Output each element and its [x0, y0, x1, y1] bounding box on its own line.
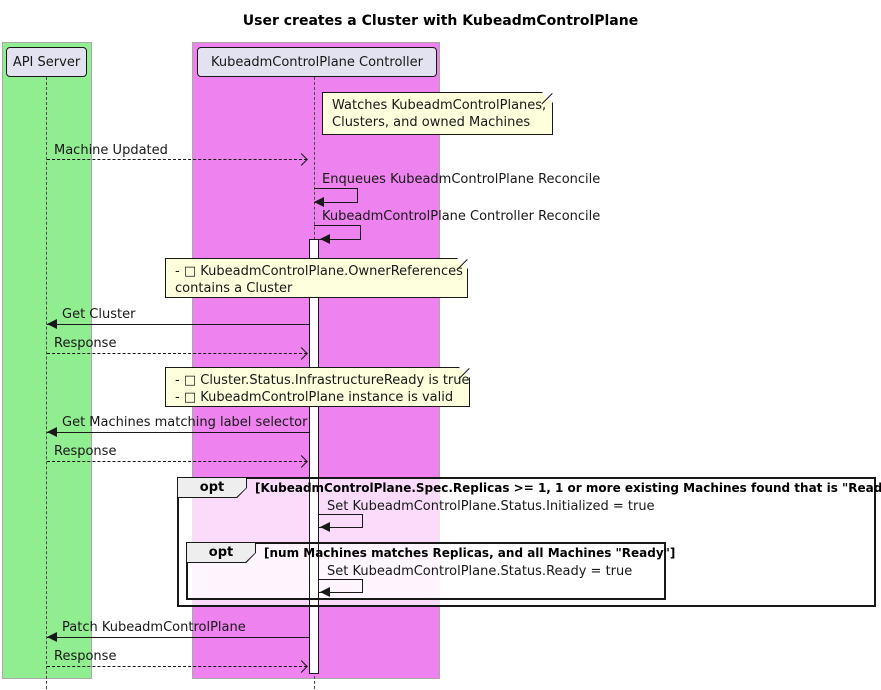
note-line: - □ KubeadmControlPlane instance is vali… — [175, 390, 454, 406]
note-line: Clusters, and owned Machines — [332, 115, 531, 131]
arrow-patch — [47, 637, 309, 638]
participant-api-server-label: API Server — [12, 54, 81, 70]
arrow-response-get-machines — [47, 461, 307, 462]
api-server-lane — [2, 42, 92, 679]
note-line: - □ Cluster.Status.InfrastructureReady i… — [175, 373, 470, 388]
selfloop-reconcile — [314, 225, 361, 240]
arrow-response-get-cluster — [47, 353, 307, 354]
arrow-response-patch — [47, 666, 307, 667]
opt-outer-operator-tab: opt — [177, 477, 247, 498]
msg-machine-updated: Machine Updated — [54, 143, 168, 158]
arrowhead-left-icon — [320, 587, 330, 597]
arrowhead-left-icon — [320, 234, 330, 244]
msg-get-machines: Get Machines matching label selector — [62, 415, 308, 430]
msg-set-initialized: Set KubeadmControlPlane.Status.Initializ… — [327, 499, 655, 514]
arrowhead-left-icon — [320, 522, 330, 532]
arrowhead-left-icon — [47, 427, 57, 437]
arrowhead-left-icon — [47, 319, 57, 329]
selfloop-enqueue — [314, 188, 358, 203]
opt-inner-operator-tab: opt — [186, 542, 256, 563]
arrowhead-left-icon — [314, 197, 324, 207]
arrow-machine-updated — [47, 159, 307, 160]
msg-get-cluster: Get Cluster — [62, 307, 136, 322]
arrowhead-left-icon — [47, 632, 57, 642]
opt-outer-frame: opt [KubeadmControlPlane.Spec.Replicas >… — [177, 477, 881, 607]
opt-inner-guard: [num Machines matches Replicas, and all … — [264, 546, 676, 560]
msg-response-get-machines: Response — [54, 444, 117, 459]
msg-response-get-cluster: Response — [54, 336, 117, 351]
opt-inner-operator: opt — [187, 543, 255, 562]
selfloop-set-initialized — [319, 514, 363, 528]
note-line: contains a Cluster — [175, 281, 293, 297]
msg-response-patch: Response — [54, 649, 117, 664]
arrow-get-cluster — [47, 324, 309, 325]
msg-patch: Patch KubeadmControlPlane — [62, 620, 246, 635]
note-line: Watches KubeadmControlPlanes, — [332, 98, 547, 113]
opt-inner-frame: opt [num Machines matches Replicas, and … — [186, 542, 676, 600]
participant-api-server: API Server — [6, 47, 87, 77]
participant-kcp-controller: KubeadmControlPlane Controller — [197, 47, 437, 77]
msg-enqueue: Enqueues KubeadmControlPlane Reconcile — [322, 172, 601, 187]
selfloop-set-ready — [319, 579, 363, 593]
arrow-get-machines — [47, 432, 309, 433]
note-infrastructure-ready: - □ Cluster.Status.InfrastructureReady i… — [165, 367, 470, 407]
note-line: - □ KubeadmControlPlane.OwnerReferences — [175, 264, 463, 279]
opt-outer-guard: [KubeadmControlPlane.Spec.Replicas >= 1,… — [255, 481, 881, 495]
participant-kcp-controller-label: KubeadmControlPlane Controller — [211, 54, 423, 70]
opt-outer-operator: opt — [178, 478, 246, 497]
api-server-lifeline — [46, 77, 47, 689]
msg-reconcile: KubeadmControlPlane Controller Reconcile — [322, 209, 601, 224]
note-ownerreferences: - □ KubeadmControlPlane.OwnerReferences … — [165, 258, 468, 298]
controller-activation-bar — [309, 239, 319, 674]
note-watches: Watches KubeadmControlPlanes, Clusters, … — [322, 92, 553, 135]
msg-set-ready: Set KubeadmControlPlane.Status.Ready = t… — [327, 564, 633, 579]
diagram-title: User creates a Cluster with KubeadmContr… — [242, 13, 639, 29]
opt-inner-body — [186, 542, 666, 600]
